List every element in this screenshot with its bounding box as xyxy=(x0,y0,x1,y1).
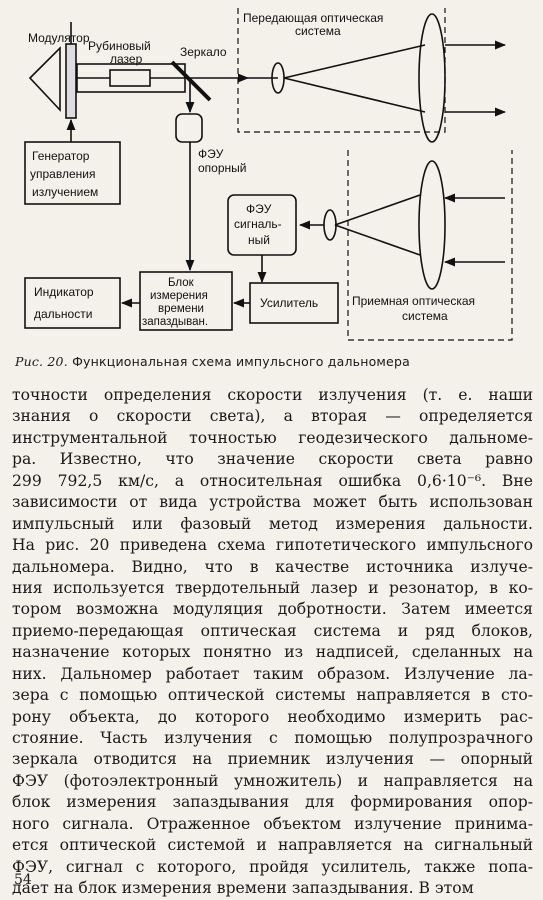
text-line: ется оптической системой и направляется … xyxy=(12,836,533,855)
label-pmt-ref-1: ФЭУ xyxy=(198,147,224,161)
label-delay-4: запаздыван. xyxy=(142,316,208,328)
text-line: инструментальной точностью геодезическог… xyxy=(12,428,533,447)
label-tx-optics-2: система xyxy=(295,24,341,38)
text-line: рону объекта, до которого необходимо изм… xyxy=(12,707,533,726)
label-rx-optics-2: система xyxy=(402,309,448,323)
label-pmt-sig-2: сигналь- xyxy=(234,217,282,231)
generator-box xyxy=(24,141,121,205)
label-ruby-laser-2: лазер xyxy=(110,52,143,66)
label-ruby-laser-1: Рубиновый xyxy=(88,39,151,53)
caption-text: Функциональная схема импульсного дальном… xyxy=(72,354,410,369)
text-line: импульсный или фазовый метод измерения д… xyxy=(12,514,533,533)
label-amplifier: Усилитель xyxy=(260,296,318,310)
label-generator-3: излучением xyxy=(32,185,98,199)
label-generator-2: управления xyxy=(30,167,95,181)
pmt-reference xyxy=(175,113,203,143)
text-line: дальномера. Видно, что в качестве источн… xyxy=(12,557,533,576)
delay-box xyxy=(139,271,233,331)
label-tx-optics-1: Передающая оптическая xyxy=(243,11,383,25)
indicator-box xyxy=(24,277,121,329)
rx-lens-large xyxy=(418,160,446,290)
label-rx-optics-1: Приемная оптическая xyxy=(352,294,475,308)
text-line: назначение которых понятно из надписей, … xyxy=(12,643,533,662)
label-pmt-ref-2: опорный xyxy=(198,161,246,175)
label-modulator: Модулятор xyxy=(28,31,90,45)
body-text: точности определения скорости излучения … xyxy=(12,385,533,900)
text-line: точности определения скорости излучения … xyxy=(12,386,533,404)
text-line: На рис. 20 приведена схема гипотетическо… xyxy=(12,536,533,555)
modulator-element xyxy=(65,43,77,119)
label-delay-2: измерения xyxy=(150,290,208,302)
page-number: 54 xyxy=(14,872,32,888)
text-line: блок измерения запаздывания для формиров… xyxy=(12,793,533,812)
label-pmt-sig-1: ФЭУ xyxy=(246,202,272,216)
label-delay-1: Блок xyxy=(168,277,195,289)
label-indicator-1: Индикатор xyxy=(34,285,94,299)
text-line: зависимости от вида устройства может быт… xyxy=(12,493,533,512)
text-line: дает на блок измерения времени запаздыва… xyxy=(12,879,474,898)
text-line: 299 792,5 км/с, а относительная ошибка 0… xyxy=(12,471,533,490)
text-line: зера с помощью оптической системы направ… xyxy=(12,686,533,705)
text-line: знания о скорости света), а вторая — опр… xyxy=(12,407,533,426)
tx-lens-large xyxy=(418,13,446,143)
rx-lens-small xyxy=(323,209,337,241)
figure-caption: Рис. 20. Функциональная схема импульсног… xyxy=(15,354,535,369)
text-line: ного сигнала. Отраженное объектом излуче… xyxy=(12,814,533,833)
label-indicator-2: дальности xyxy=(34,307,92,321)
mirror xyxy=(170,60,212,102)
text-line: стояние. Часть излучения с помощью полуп… xyxy=(12,729,533,747)
text-line: тором возможна модуляция добротности. За… xyxy=(12,600,533,619)
rangefinder-diagram: Модулятор Рубиновый лазер Зеркало Переда… xyxy=(24,8,513,341)
text-line: ФЭУ (фотоэлектронный умножитель) и напра… xyxy=(12,771,533,790)
label-pmt-sig-3: ный xyxy=(248,233,270,247)
text-line: них. Дальномер работает таким образом. И… xyxy=(12,664,533,683)
label-mirror: Зеркало xyxy=(180,45,227,59)
text-line: зеркала отводится на приемник излучения … xyxy=(12,750,533,769)
modulator-prism xyxy=(28,46,61,113)
label-delay-3: времени xyxy=(158,303,204,315)
caption-prefix: Рис. 20. xyxy=(15,354,68,369)
text-line: ра. Известно, что значение скорости свет… xyxy=(12,450,533,469)
text-line: приемо-передающая оптическая система и р… xyxy=(12,621,533,640)
text-line: ФЭУ, сигнал с которого, пройдя усилитель… xyxy=(12,857,533,876)
text-line: ния используется твердотельный лазер и р… xyxy=(12,578,533,597)
label-generator-1: Генератор xyxy=(32,149,90,163)
